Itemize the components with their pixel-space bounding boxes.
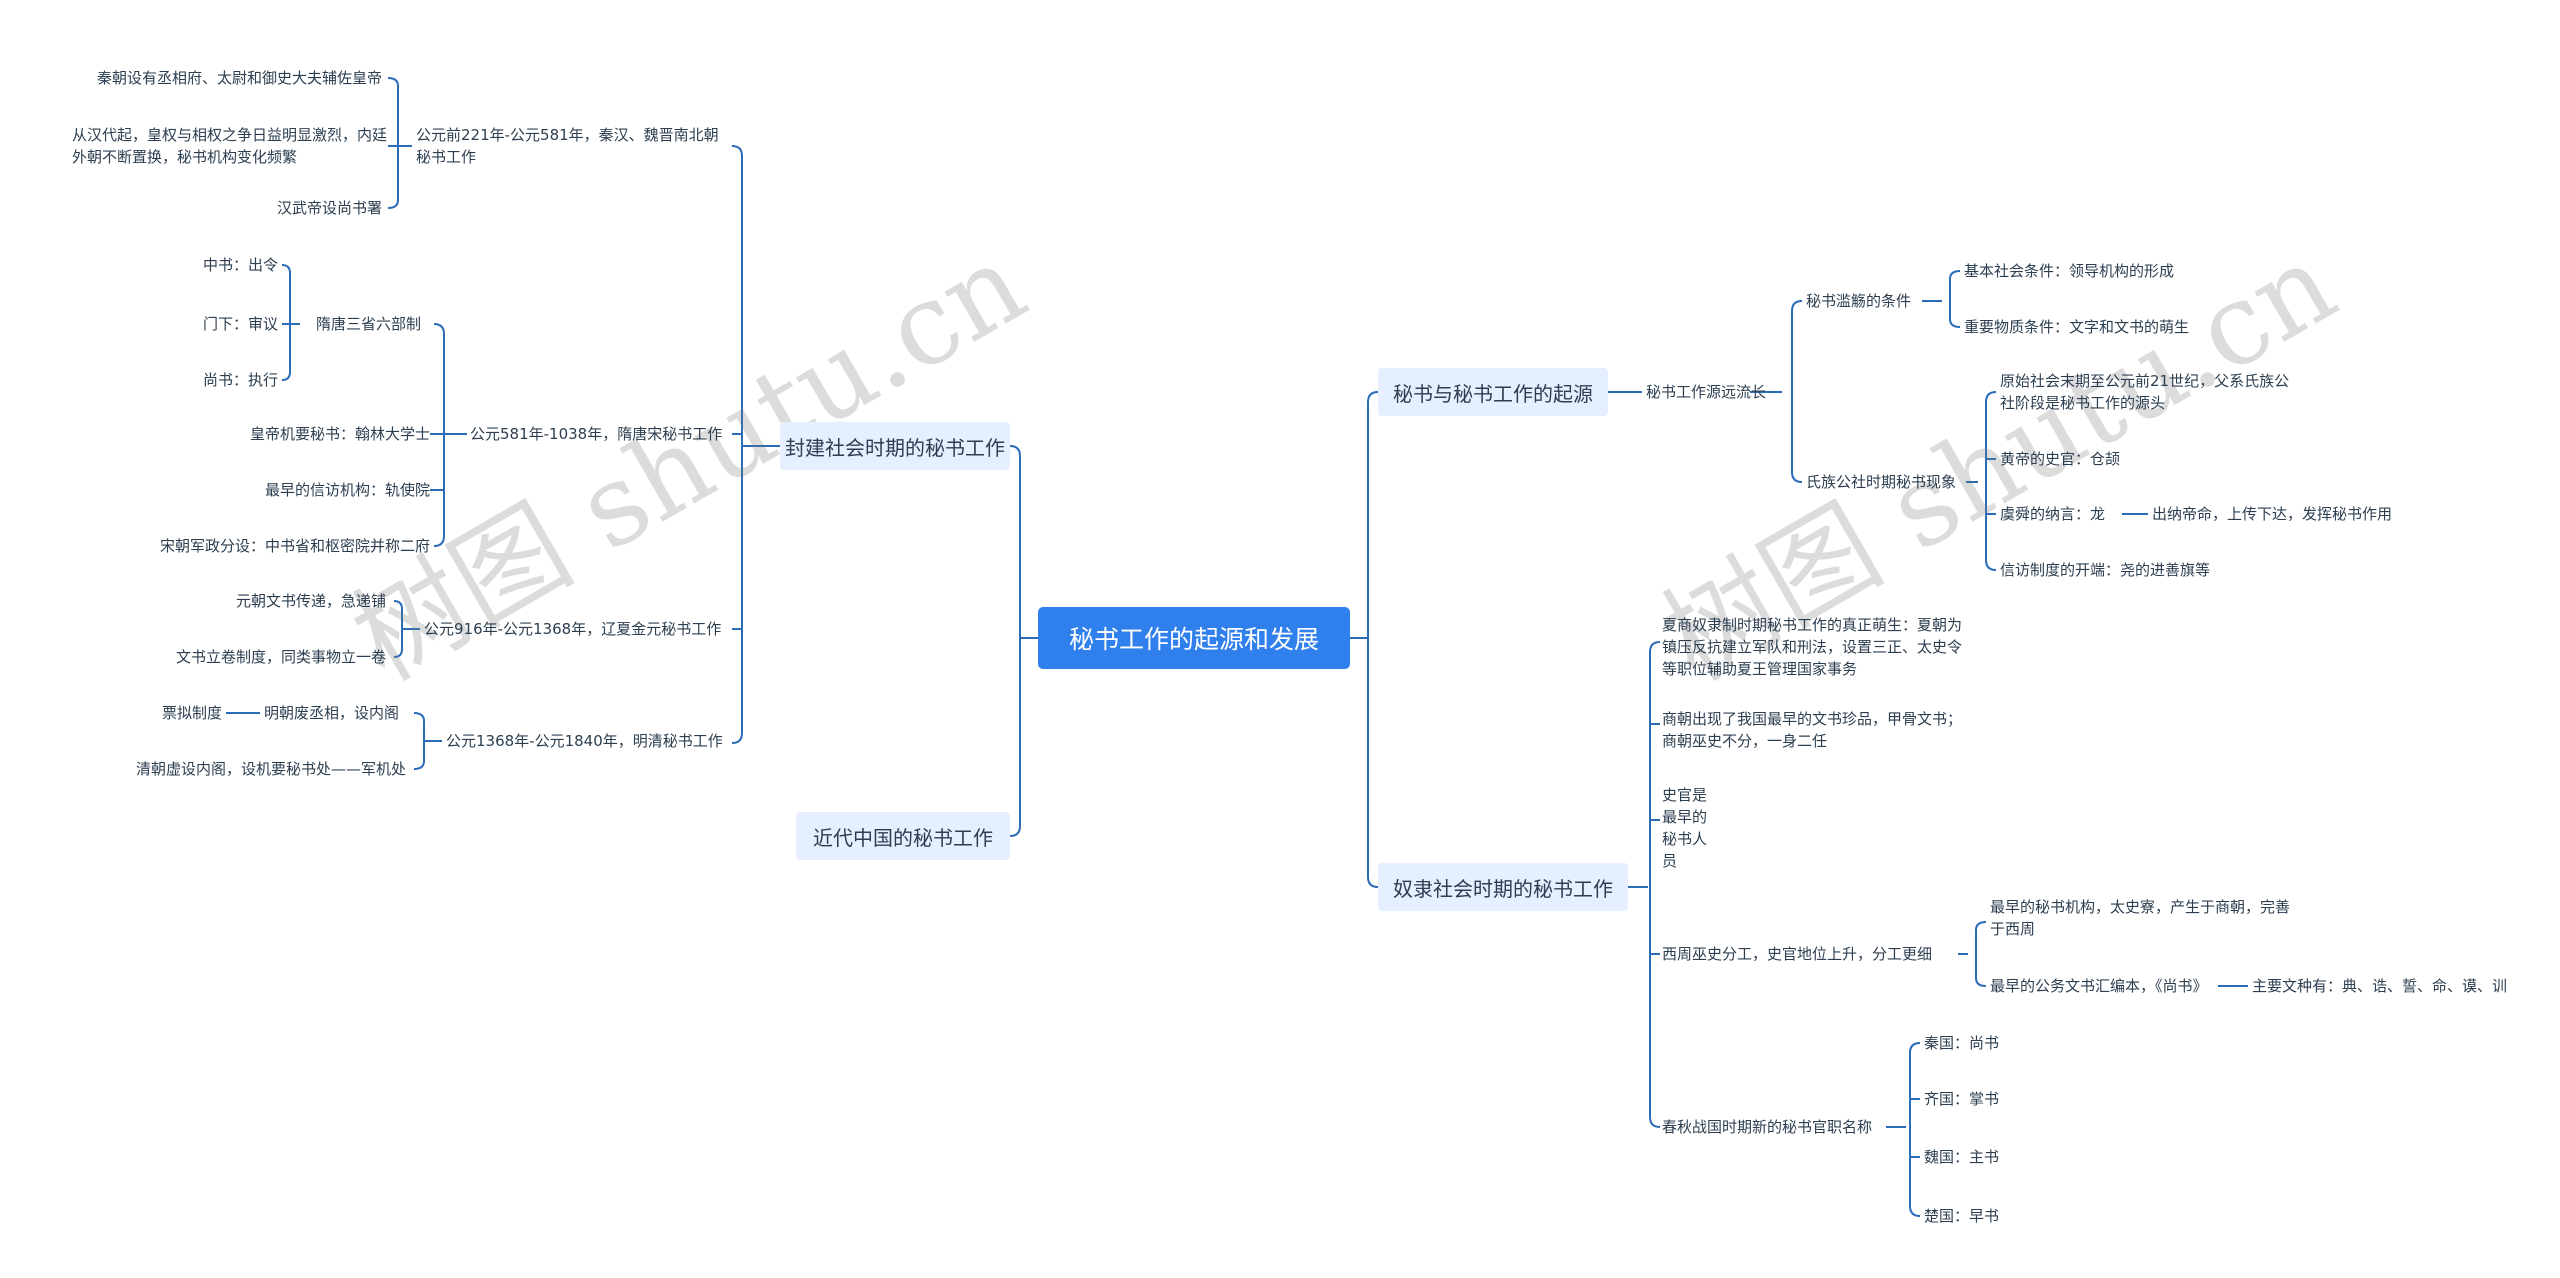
leaf-chunqiu-3[interactable]: 魏国：主书 [1924,1148,2000,1166]
connector [1975,921,1987,987]
node-slave[interactable]: 奴隶社会时期的秘书工作 [1378,863,1628,911]
connector [387,77,399,209]
connector [1949,270,1961,328]
connector [731,145,743,744]
leaf-shangshu[interactable]: 尚书：执行 [202,371,278,389]
leaf-liao-2[interactable]: 文书立卷制度，同类事物立一卷 [175,648,386,666]
leaf-piaoni[interactable]: 票拟制度 [161,704,222,722]
leaf-feixiang[interactable]: 明朝废丞相，设内阁 [264,704,400,722]
leaf-qin-2[interactable]: 从汉代起，皇权与相权之争日益明显激烈，内廷外朝不断置换，秘书机构变化频繁 [72,126,388,166]
node-chunqiu[interactable]: 春秋战国时期新的秘书官职名称 [1662,1118,1873,1136]
connector [1985,391,1997,571]
leaf-xizhou-1[interactable]: 最早的秘书机构，太史寮，产生于商朝，完善于西周 [1990,898,2291,938]
node-feudal[interactable]: 封建社会时期的秘书工作 [780,422,1010,470]
node-qin[interactable]: 公元前221年-公元581年，秦汉、魏晋南北朝秘书工作 [416,126,719,166]
connector [393,600,403,658]
node-tribal[interactable]: 氏族公社时期秘书现象 [1806,473,1957,491]
leaf-nayan-detail[interactable]: 出纳帝命，上传下达，发挥秘书作用 [2152,505,2393,523]
leaf-wenzhong[interactable]: 主要文种有：典、诰、誓、命、谟、训 [2252,977,2508,995]
node-origin[interactable]: 秘书与秘书工作的起源 [1378,368,1608,416]
leaf-zhongshu[interactable]: 中书：出令 [202,256,278,274]
node-sui[interactable]: 公元581年-1038年，隋唐宋秘书工作 [470,425,723,443]
leaf-qin-3[interactable]: 汉武帝设尚书署 [276,199,382,217]
leaf-condition-1[interactable]: 基本社会条件：领导机构的形成 [1964,262,2175,280]
node-modern[interactable]: 近代中国的秘书工作 [796,812,1010,860]
leaf-chunqiu-2[interactable]: 齐国：掌书 [1924,1090,2000,1108]
leaf-xia[interactable]: 夏商奴隶制时期秘书工作的真正萌生：夏朝为镇压反抗建立军队和刑法，设置三正、太史令… [1662,616,1963,678]
node-liao[interactable]: 公元916年-公元1368年，辽夏金元秘书工作 [424,620,722,638]
node-stream[interactable]: 秘书工作源远流长 [1646,383,1767,401]
leaf-tribal-2[interactable]: 黄帝的史官：仓颉 [2000,450,2121,468]
connector [413,712,425,770]
connector [1909,1042,1921,1217]
leaf-chunqiu-4[interactable]: 楚国：早书 [1924,1207,2000,1225]
connector [281,264,291,381]
node-xizhou[interactable]: 西周巫史分工，史官地位上升，分工更细 [1662,945,1933,963]
leaf-tribal-4[interactable]: 信访制度的开端：尧的进善旗等 [2000,561,2211,579]
leaf-qing[interactable]: 清朝虚设内阁，设机要秘书处——军机处 [135,760,406,778]
leaf-tribal-3[interactable]: 虞舜的纳言：龙 [2000,505,2106,523]
connector [1649,641,1661,1128]
leaf-qin-1[interactable]: 秦朝设有丞相府、太尉和御史大夫辅佐皇帝 [96,69,382,87]
node-sansheng[interactable]: 隋唐三省六部制 [316,315,422,333]
leaf-condition-2[interactable]: 重要物质条件：文字和文书的萌生 [1964,318,2190,336]
root-node[interactable]: 秘书工作的起源和发展 [1038,607,1350,669]
leaf-sui-2[interactable]: 最早的信访机构：轨使院 [264,481,430,499]
leaf-sui-1[interactable]: 皇帝机要秘书：翰林大学士 [249,425,430,443]
node-ming[interactable]: 公元1368年-公元1840年，明清秘书工作 [446,732,723,750]
leaf-sui-3[interactable]: 宋朝军政分设：中书省和枢密院并称二府 [159,537,430,555]
node-conditions[interactable]: 秘书滥觞的条件 [1806,292,1912,310]
connector [1009,445,1021,837]
leaf-shang[interactable]: 商朝出现了我国最早的文书珍品，甲骨文书；商朝巫史不分，一身二任 [1662,710,1963,750]
leaf-xizhou-2[interactable]: 最早的公务文书汇编本，《尚书》 [1990,977,2208,995]
leaf-menxia[interactable]: 门下：审议 [202,315,278,333]
leaf-chunqiu-1[interactable]: 秦国：尚书 [1924,1034,2000,1052]
leaf-shiguan[interactable]: 史官是最早的秘书人员 [1662,786,1708,870]
connector [1367,391,1379,888]
leaf-liao-1[interactable]: 元朝文书传递，急递铺 [235,592,386,610]
connector [1791,300,1803,483]
leaf-tribal-1[interactable]: 原始社会末期至公元前21世纪，父系氏族公社阶段是秘书工作的源头 [2000,372,2290,412]
